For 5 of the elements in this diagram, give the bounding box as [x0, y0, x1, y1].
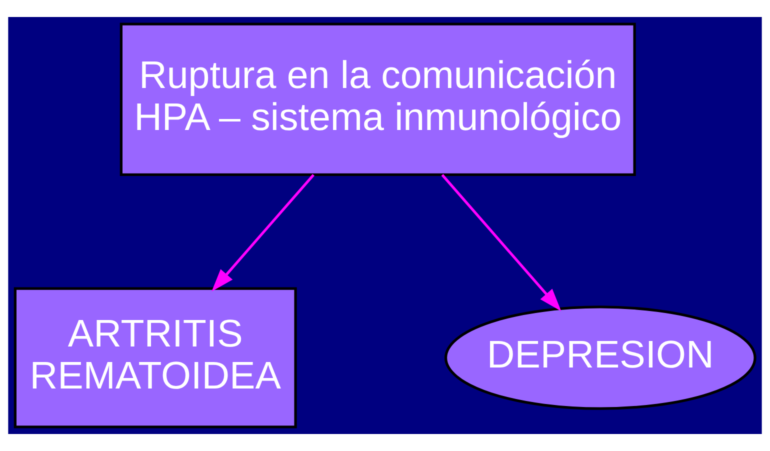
node-box: ARTRITIS REMATOIDEA [14, 287, 297, 428]
arrow [441, 174, 562, 312]
node-box: Ruptura en la comunicación HPA – sistema inmunológico [120, 22, 636, 176]
node-ellipse: DEPRESION [444, 306, 756, 410]
arrow [212, 174, 315, 292]
